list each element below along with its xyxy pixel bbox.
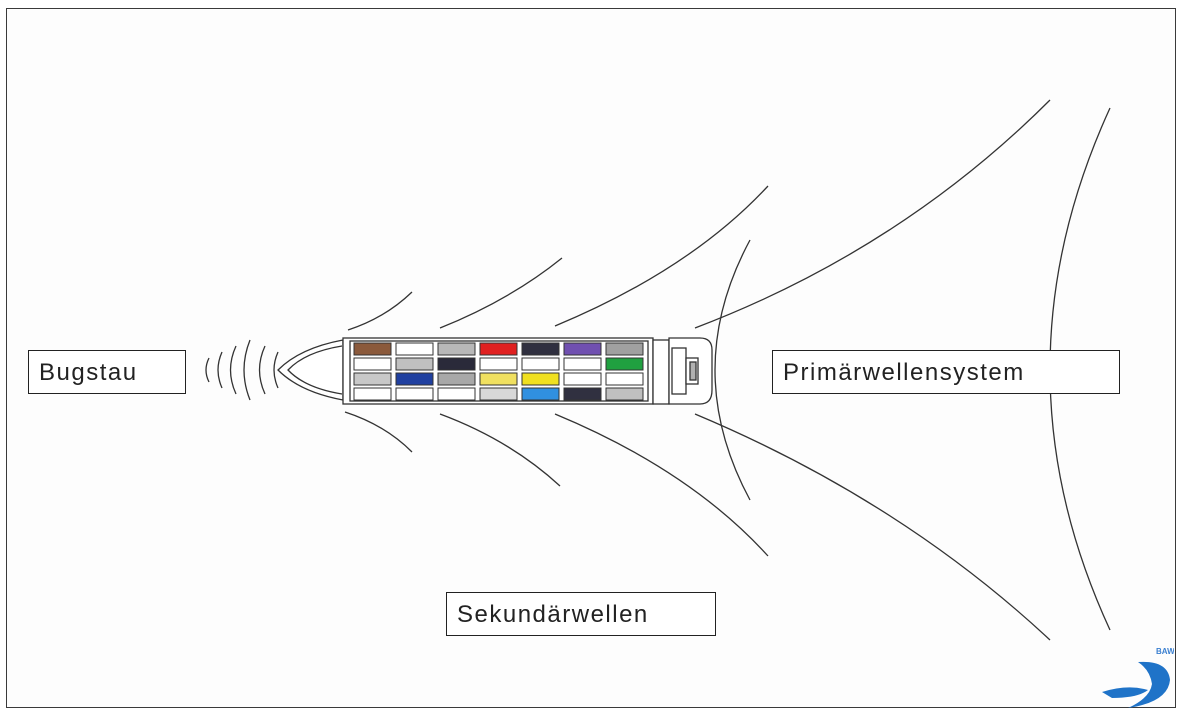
secondary-wave-lower: [694, 413, 1051, 641]
container-box: [521, 342, 560, 356]
ship: [277, 337, 713, 405]
container-box: [605, 372, 644, 386]
primary-wave-arc: [714, 239, 751, 501]
secondary-wave-upper: [554, 185, 769, 327]
container-box: [479, 357, 518, 371]
baw-logo-icon: BAW: [1102, 647, 1174, 708]
secondary-wave-lower: [554, 413, 769, 557]
container-box: [353, 342, 392, 356]
bow-wave-arc: [229, 345, 237, 395]
container-box: [563, 342, 602, 356]
container-box: [395, 342, 434, 356]
container-box: [521, 372, 560, 386]
container-box: [479, 372, 518, 386]
container-box: [395, 357, 434, 371]
container-box: [353, 387, 392, 401]
secondary-wave-upper: [347, 291, 413, 331]
container-box: [353, 357, 392, 371]
container-box: [563, 357, 602, 371]
container-box: [437, 342, 476, 356]
container-box: [437, 372, 476, 386]
container-box: [437, 357, 476, 371]
container-box: [605, 357, 644, 371]
label-bugstau: Bugstau: [28, 350, 186, 394]
bow-wave-arc: [217, 351, 223, 389]
container-grid: [353, 342, 644, 401]
bow-wave-arc: [258, 345, 266, 395]
logo-text: BAW: [1156, 647, 1174, 656]
ship-bow: [277, 339, 344, 401]
secondary-wave-upper: [439, 257, 563, 329]
container-box: [479, 342, 518, 356]
bow-wave-arc: [273, 351, 279, 389]
container-box: [563, 387, 602, 401]
secondary-wave-upper: [694, 99, 1051, 329]
bow-wave-arc: [205, 357, 210, 383]
container-box: [437, 387, 476, 401]
secondary-wave-lower: [344, 411, 413, 453]
label-primaerwellensystem: Primärwellensystem: [772, 350, 1120, 394]
container-box: [605, 342, 644, 356]
container-box: [605, 387, 644, 401]
container-box: [479, 387, 518, 401]
secondary-wave-lower: [439, 413, 561, 487]
bow-wave-arc: [243, 339, 251, 401]
container-box: [395, 387, 434, 401]
container-box: [563, 372, 602, 386]
ship-deckhouse: [652, 339, 670, 405]
label-sekundaerwellen: Sekundärwellen: [446, 592, 716, 636]
container-box: [395, 372, 434, 386]
container-box: [353, 372, 392, 386]
container-box: [521, 387, 560, 401]
container-box: [521, 357, 560, 371]
